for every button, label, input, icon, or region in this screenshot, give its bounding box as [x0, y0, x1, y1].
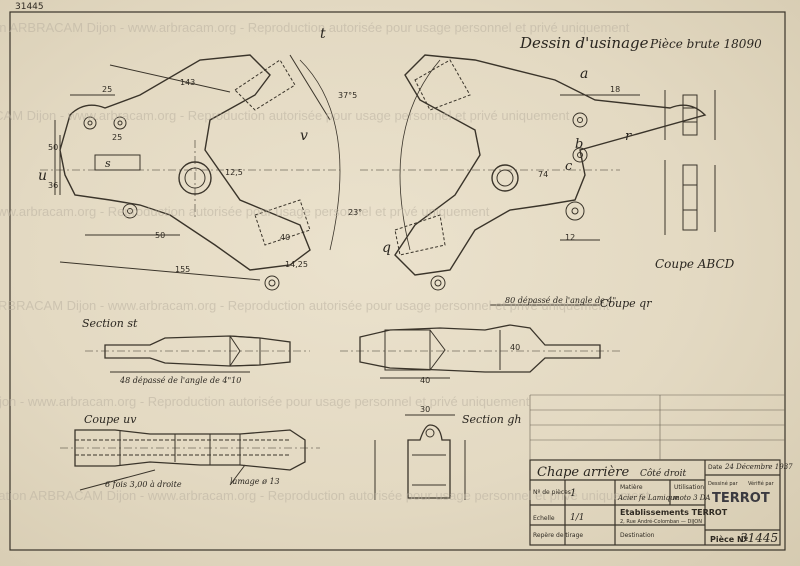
letter-b: b: [575, 137, 583, 152]
coupe-uv-view: [60, 429, 320, 491]
svg-text:Association ARBRACAM Dijon - w: Association ARBRACAM Dijon - www.arbraca…: [0, 20, 630, 35]
svg-text:lamage ø 13: lamage ø 13: [230, 477, 280, 486]
svg-text:Repère de tirage: Repère de tirage: [533, 532, 583, 539]
dimension-labels: 25 143 50 36 25 12,5 50 155 40 40 37°5 2…: [48, 78, 620, 414]
svg-text:Nº de pièces: Nº de pièces: [533, 489, 571, 496]
letter-c: c: [565, 159, 573, 174]
letter-u: u: [38, 168, 47, 184]
svg-text:48 dépassé de l'angle de 4"10: 48 dépassé de l'angle de 4"10: [119, 376, 241, 385]
svg-text:40: 40: [280, 233, 290, 242]
part-side: Côté droit: [640, 468, 686, 479]
letter-v: v: [300, 128, 308, 144]
coupe-abcd-views: [664, 90, 716, 235]
svg-text:Matière: Matière: [620, 484, 643, 491]
date-value: 24 Décembre 1937: [724, 463, 793, 471]
left-part-view: [40, 54, 341, 291]
svg-text:Association ARBRACAM Dijon - w: Association ARBRACAM Dijon - www.arbraca…: [0, 298, 610, 313]
matiere-value: Acier fe Lamique: [617, 494, 679, 502]
svg-text:14,25: 14,25: [285, 260, 308, 269]
svg-text:23°: 23°: [348, 208, 362, 217]
letter-q: q: [382, 240, 391, 256]
label-coupe-abcd: Coupe ABCD: [655, 257, 735, 271]
coupe-qr-view: [340, 304, 620, 379]
svg-text:143: 143: [180, 78, 195, 87]
svg-text:40: 40: [510, 343, 520, 352]
svg-text:Association ARBRACAM Dijon - w: Association ARBRACAM Dijon - www.arbraca…: [0, 108, 570, 123]
svg-text:Pièce Nº: Pièce Nº: [710, 534, 749, 544]
right-part-view: [360, 54, 707, 291]
drawing-subtitle: Pièce brute 18090: [649, 37, 762, 51]
piece-number: 31445: [740, 531, 778, 545]
svg-text:Association ARBRACAM Dijon - w: Association ARBRACAM Dijon - www.arbraca…: [0, 488, 650, 503]
svg-text:12,5: 12,5: [225, 168, 243, 177]
svg-text:80 dépassé de l'angle de 4": 80 dépassé de l'angle de 4": [505, 296, 616, 305]
svg-text:18: 18: [610, 85, 620, 94]
label-coupe-uv: Coupe uv: [84, 413, 137, 426]
label-coupe-qr: Coupe qr: [600, 297, 652, 310]
svg-text:25: 25: [112, 133, 122, 142]
svg-text:Vérifié par: Vérifié par: [748, 480, 775, 487]
terrot-stamp: TERROT: [712, 491, 770, 506]
watermark: Association ARBRACAM Dijon - www.arbraca…: [0, 20, 650, 503]
letter-a: a: [580, 66, 588, 82]
letter-r: r: [625, 129, 632, 144]
util-value: moto 3 DA: [673, 494, 710, 502]
annotation-notes: 48 dépassé de l'angle de 4"10 80 dépassé…: [105, 296, 616, 489]
svg-text:Echelle: Echelle: [533, 515, 555, 522]
drawing-title: Dessin d'usinage: [519, 34, 649, 52]
svg-text:30: 30: [420, 405, 430, 414]
section-gh-view: [374, 414, 466, 500]
section-st-view: [85, 335, 310, 373]
svg-text:Date: Date: [708, 464, 723, 471]
svg-text:36: 36: [48, 181, 58, 190]
svg-text:50: 50: [48, 143, 58, 152]
label-section-st: Section st: [82, 317, 138, 330]
echelle-value: 1/1: [570, 513, 584, 523]
label-section-gh: Section gh: [462, 413, 521, 426]
svg-text:25: 25: [102, 85, 112, 94]
qty-value: 1: [570, 488, 576, 499]
svg-text:6 fois 3,00 à droite: 6 fois 3,00 à droite: [105, 480, 182, 489]
sheet-border: [9, 11, 786, 551]
svg-text:2, Rue André-Colomban — DIJON: 2, Rue André-Colomban — DIJON: [620, 518, 702, 525]
svg-text:50: 50: [155, 231, 165, 240]
letter-s: s: [105, 157, 111, 170]
title-block-frame: [529, 459, 781, 546]
svg-text:Utilisation: Utilisation: [674, 484, 704, 491]
svg-text:12: 12: [565, 233, 575, 242]
company-name: Etablissements TERROT: [620, 508, 728, 517]
svg-text:155: 155: [175, 265, 190, 274]
svg-text:40: 40: [420, 376, 430, 385]
svg-text:Destination: Destination: [620, 532, 655, 539]
corner-ref: 31445: [15, 2, 44, 12]
svg-text:Association ARBRACAM Dijon - w: Association ARBRACAM Dijon - www.arbraca…: [0, 394, 530, 409]
svg-text:Association ARBRACAM Dijon - w: Association ARBRACAM Dijon - www.arbraca…: [0, 204, 490, 219]
svg-text:74: 74: [538, 170, 548, 179]
part-name: Chape arrière: [537, 465, 629, 480]
svg-text:Dessiné par: Dessiné par: [708, 480, 739, 487]
title-block: Chape arrière Côté droit Date 24 Décembr…: [533, 463, 793, 545]
letter-t: t: [320, 26, 326, 42]
svg-text:37°5: 37°5: [338, 91, 357, 100]
